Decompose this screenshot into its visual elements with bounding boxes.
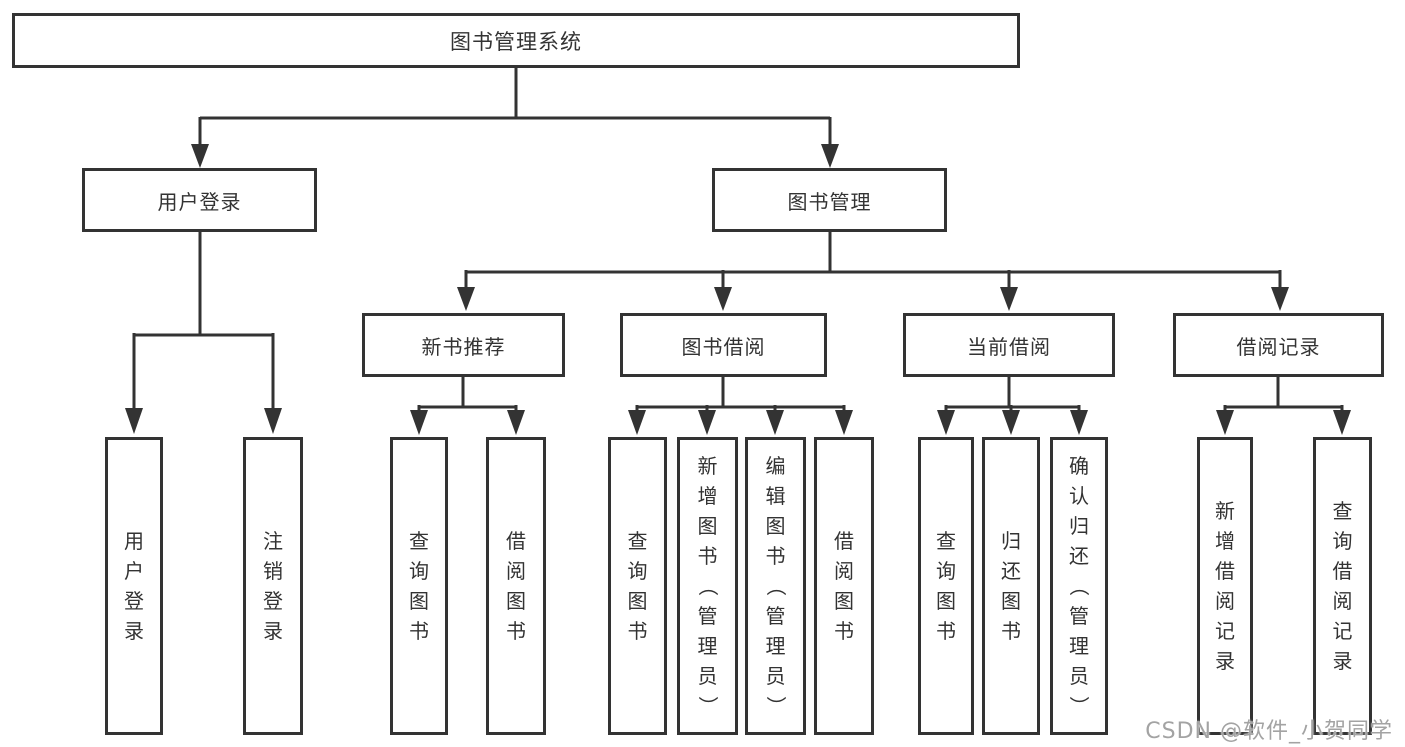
- node-leaf-edit-books-admin-label: 编辑图书（管理员）: [763, 454, 788, 716]
- node-leaf-newbook-borrow-books: 借阅图书: [486, 437, 546, 735]
- node-leaf-confirm-return-admin-label: 确认归还（管理员）: [1067, 454, 1091, 716]
- node-current-borrowing: 当前借阅: [903, 313, 1115, 377]
- node-new-book-recommendation-label: 新书推荐: [421, 334, 506, 359]
- arrowheads-level2: [191, 144, 839, 168]
- arrowheads-level3: [457, 287, 1289, 311]
- node-leaf-query-borrow-record: 查询借阅记录: [1313, 437, 1372, 735]
- connector-newbook-to-leaves: [417, 375, 518, 412]
- node-library-management-system-label: 图书管理系统: [450, 29, 582, 54]
- node-leaf-add-borrow-record: 新增借阅记录: [1197, 437, 1253, 735]
- connector-borrowrecord-to-leaves: [1223, 375, 1344, 412]
- arrowheads-borrowrecord-leaves: [1216, 410, 1351, 435]
- node-book-borrowing-label: 图书借阅: [681, 334, 766, 359]
- node-leaf-borrowing-query-books: 查询图书: [608, 437, 667, 735]
- node-leaf-add-books-admin: 新增图书（管理员）: [677, 437, 738, 735]
- node-leaf-newbook-borrow-books-label: 借阅图书: [506, 529, 526, 643]
- node-leaf-borrowing-borrow-books-label: 借阅图书: [834, 529, 854, 643]
- arrowheads-currentborrow-leaves: [937, 410, 1088, 435]
- node-leaf-user-login: 用户登录: [105, 437, 163, 735]
- arrowheads-newbook-leaves: [410, 410, 525, 435]
- node-leaf-query-borrow-record-label: 查询借阅记录: [1332, 499, 1353, 673]
- node-leaf-borrowing-query-books-label: 查询图书: [627, 529, 648, 643]
- node-book-management-label: 图书管理: [787, 189, 872, 214]
- node-leaf-newbook-query-books-label: 查询图书: [409, 529, 429, 643]
- node-leaf-confirm-return-admin: 确认归还（管理员）: [1050, 437, 1108, 735]
- node-leaf-newbook-query-books: 查询图书: [390, 437, 448, 735]
- node-book-management: 图书管理: [712, 168, 947, 232]
- node-leaf-add-borrow-record-label: 新增借阅记录: [1215, 499, 1235, 673]
- node-book-borrowing: 图书借阅: [620, 313, 827, 377]
- node-leaf-logout: 注销登录: [243, 437, 303, 735]
- node-user-login: 用户登录: [82, 168, 317, 232]
- node-borrowing-records: 借阅记录: [1173, 313, 1384, 377]
- node-current-borrowing-label: 当前借阅: [967, 334, 1051, 359]
- arrowheads-bookborrow-leaves: [628, 410, 853, 435]
- node-leaf-return-books-label: 归还图书: [1001, 529, 1021, 643]
- node-leaf-return-books: 归还图书: [982, 437, 1040, 735]
- node-leaf-current-query-books-label: 查询图书: [936, 529, 956, 643]
- node-library-management-system: 图书管理系统: [12, 13, 1020, 68]
- arrowheads-userlogin-leaves: [125, 408, 282, 434]
- node-leaf-edit-books-admin: 编辑图书（管理员）: [745, 437, 806, 735]
- node-leaf-logout-label: 注销登录: [263, 529, 283, 643]
- connector-root-to-level2: [198, 66, 832, 146]
- node-leaf-add-books-admin-label: 新增图书（管理员）: [695, 454, 720, 716]
- csdn-watermark: CSDN @软件_小贺同学: [1145, 719, 1393, 744]
- connector-bookborrow-to-leaves: [635, 375, 846, 412]
- connector-currentborrow-to-leaves: [944, 375, 1081, 412]
- node-user-login-label: 用户登录: [157, 189, 242, 214]
- connector-bookmgmt-to-level3: [464, 230, 1282, 289]
- node-leaf-user-login-label: 用户登录: [124, 529, 144, 643]
- node-leaf-current-query-books: 查询图书: [918, 437, 974, 735]
- node-new-book-recommendation: 新书推荐: [362, 313, 565, 377]
- connector-userlogin-to-leaves: [132, 230, 275, 410]
- node-borrowing-records-label: 借阅记录: [1236, 334, 1321, 359]
- node-leaf-borrowing-borrow-books: 借阅图书: [814, 437, 874, 735]
